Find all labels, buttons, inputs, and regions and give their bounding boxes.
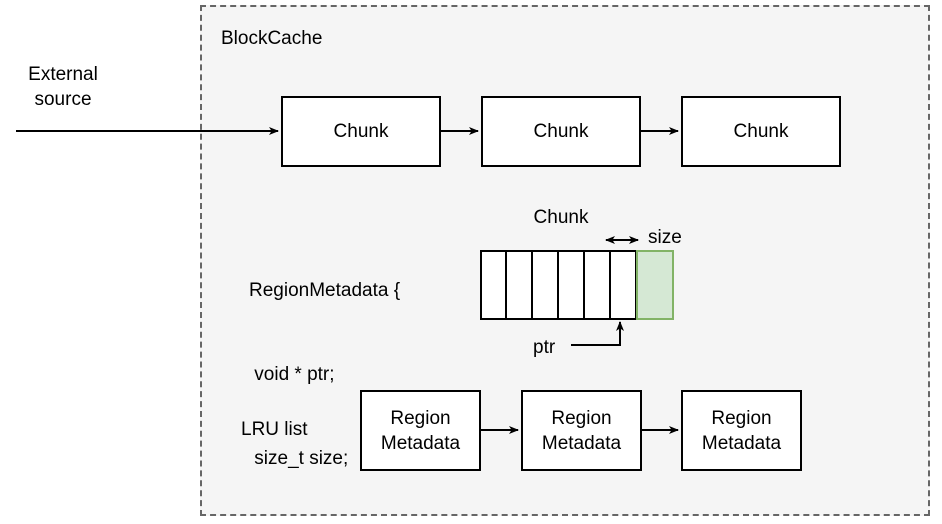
chunk-cell-2 (506, 250, 532, 320)
region-metadata-box-1[interactable]: Region Metadata (360, 390, 481, 471)
region-metadata-box-3-line-2: Metadata (701, 432, 782, 454)
region-metadata-box-2-line-2: Metadata (541, 432, 622, 454)
chunk-cell-4 (558, 250, 584, 320)
chunk-cell-5 (584, 250, 610, 320)
external-source-label: External source (8, 62, 118, 112)
struct-line-2: void * ptr; (249, 364, 335, 385)
region-metadata-box-1-line-2: Metadata (380, 432, 461, 454)
external-source-line-1: External (28, 64, 98, 85)
region-metadata-box-3-line-1: Region (711, 407, 772, 429)
size-label: size (648, 227, 682, 248)
chunk-box-1-label: Chunk (333, 121, 389, 142)
external-source-line-2: source (34, 89, 92, 110)
chunk-memory-strip (480, 250, 674, 320)
chunk-cell-region-highlight (636, 250, 674, 320)
region-metadata-box-3[interactable]: Region Metadata (681, 390, 802, 471)
region-metadata-struct-text: RegionMetadata { void * ptr; size_t size… (249, 221, 400, 524)
chunk-box-1[interactable]: Chunk (281, 96, 441, 167)
region-metadata-box-2-line-1: Region (551, 407, 612, 429)
chunk-detail-title: Chunk (533, 207, 589, 228)
region-metadata-box-1-line-1: Region (390, 407, 451, 429)
lru-list-label: LRU list (241, 419, 308, 440)
chunk-box-3[interactable]: Chunk (681, 96, 841, 167)
region-metadata-box-2[interactable]: Region Metadata (521, 390, 642, 471)
blockcache-title: BlockCache (221, 28, 323, 49)
struct-line-3: size_t size; (249, 448, 349, 469)
chunk-cell-6 (610, 250, 636, 320)
chunk-cell-1 (480, 250, 506, 320)
chunk-cell-3 (532, 250, 558, 320)
struct-line-1: RegionMetadata { (249, 280, 401, 301)
ptr-label: ptr (533, 337, 556, 358)
chunk-box-2[interactable]: Chunk (481, 96, 641, 167)
chunk-box-2-label: Chunk (533, 121, 589, 142)
chunk-box-3-label: Chunk (733, 121, 789, 142)
